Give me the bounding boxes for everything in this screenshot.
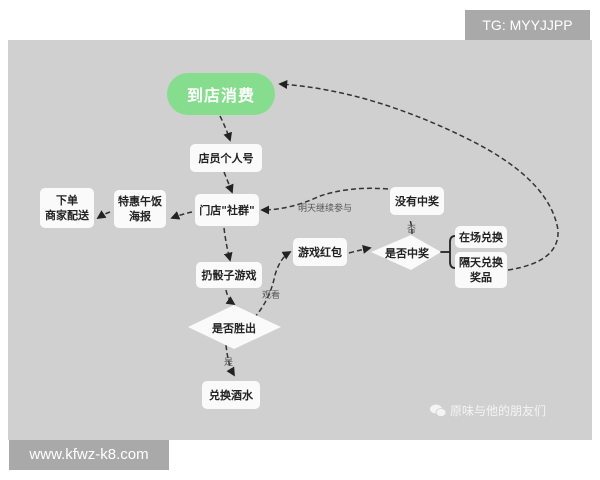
edge-label-continue-tomorrow: 明天继续参与 (298, 204, 353, 214)
label-prize-decision: 是否中奖 (385, 247, 429, 260)
node-no-prize: 没有中奖 (390, 187, 444, 215)
node-staff-account: 店员个人号 (190, 144, 262, 172)
node-dice-game: 扔骰子游戏 (196, 262, 262, 288)
node-redeem-next-day-line1: 隔天兑换 (459, 256, 503, 269)
node-store-group: 门店"社群" (195, 194, 259, 226)
start-node: 到店消费 (167, 73, 275, 115)
node-lunch-poster: 特惠午饭 海报 (114, 190, 166, 228)
edge-label-yes: 是 (224, 358, 234, 368)
bottom-watermark-tag: www.kfwz-k8.com (9, 440, 169, 470)
node-redeem-next-day: 隔天兑换 奖品 (455, 252, 507, 288)
edge-label-watch: 观看 (262, 291, 281, 301)
node-game-red-packet: 游戏红包 (293, 238, 347, 266)
label-win-decision: 是否胜出 (212, 322, 256, 335)
node-redeem-drinks: 兑换酒水 (202, 381, 260, 409)
node-order-delivery-line1: 下单 (56, 194, 78, 207)
watermark-text: 原味与他的朋友们 (450, 404, 547, 418)
node-lunch-poster-line2: 海报 (129, 210, 151, 223)
node-lunch-poster-line1: 特惠午饭 (118, 195, 162, 208)
prize-decision-shape (371, 235, 441, 270)
node-order-delivery-line2: 商家配送 (45, 209, 89, 222)
top-watermark-tag: TG: MYYJJPP (465, 10, 590, 40)
win-decision-shape (188, 305, 281, 349)
edge-label-no: 否 (407, 225, 417, 235)
node-redeem-next-day-line2: 奖品 (470, 271, 492, 284)
node-order-delivery: 下单 商家配送 (40, 188, 94, 228)
wechat-icon (430, 404, 447, 417)
node-redeem-onsite: 在场兑换 (455, 226, 507, 248)
wechat-watermark: 原味与他的朋友们 (430, 402, 546, 419)
